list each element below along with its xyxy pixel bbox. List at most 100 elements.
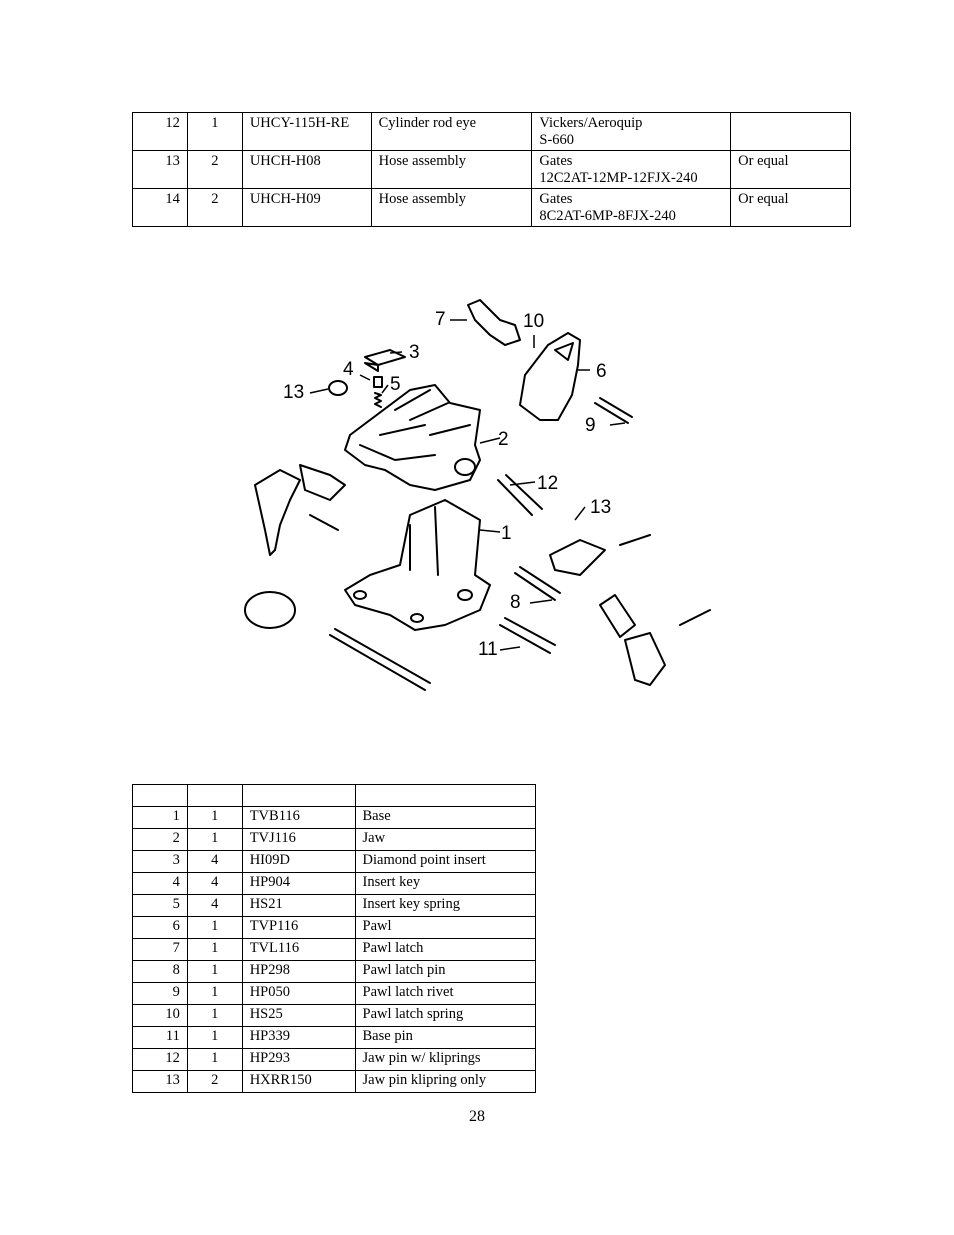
item-cell: 7 bbox=[132, 938, 188, 961]
part-number-cell: HP293 bbox=[241, 1048, 356, 1071]
item-cell: 4 bbox=[132, 872, 188, 895]
item-cell: 13 bbox=[132, 1070, 188, 1093]
header-cell bbox=[132, 784, 188, 807]
item-cell: 6 bbox=[132, 916, 188, 939]
source-line: S-660 bbox=[539, 132, 575, 148]
note-cell: Or equal bbox=[730, 150, 851, 189]
description-cell: Jaw pin w/ kliprings bbox=[354, 1048, 537, 1071]
pawl-latch-part bbox=[467, 299, 521, 346]
part-number-cell: HP298 bbox=[241, 960, 356, 983]
description-cell: Pawl bbox=[354, 916, 537, 939]
callout-13-upper: 13 bbox=[283, 382, 304, 403]
pawl-part bbox=[519, 332, 581, 421]
header-cell bbox=[354, 784, 537, 807]
callout-13-lower: 13 bbox=[590, 497, 611, 518]
qty-cell: 1 bbox=[186, 1004, 243, 1027]
description-cell: Hose assembly bbox=[370, 188, 533, 227]
item-cell: 9 bbox=[132, 982, 188, 1005]
item-cell: 1 bbox=[132, 806, 188, 829]
callout-5: 5 bbox=[390, 374, 401, 395]
base-part bbox=[344, 499, 491, 631]
description-cell: Base pin bbox=[354, 1026, 537, 1049]
qty-cell: 2 bbox=[186, 150, 243, 189]
description-cell: Cylinder rod eye bbox=[370, 112, 533, 151]
part-number-cell: UHCH-H08 bbox=[241, 150, 372, 189]
qty-cell: 4 bbox=[186, 872, 243, 895]
callout-9: 9 bbox=[585, 415, 596, 436]
qty-cell: 1 bbox=[186, 982, 243, 1005]
item-cell: 14 bbox=[132, 188, 188, 227]
description-cell: Insert key bbox=[354, 872, 537, 895]
part-number-cell: HP050 bbox=[241, 982, 356, 1005]
callout-7: 7 bbox=[435, 309, 446, 330]
source-line: Vickers/Aeroquip bbox=[539, 115, 643, 131]
note-cell: Or equal bbox=[730, 188, 851, 227]
description-cell: Pawl latch pin bbox=[354, 960, 537, 983]
insert-key-part bbox=[373, 376, 383, 388]
qty-cell: 1 bbox=[186, 916, 243, 939]
qty-cell: 1 bbox=[186, 1048, 243, 1071]
callout-12: 12 bbox=[537, 473, 558, 494]
item-cell: 12 bbox=[132, 112, 188, 151]
source-line: Gates bbox=[539, 153, 573, 169]
callout-10: 10 bbox=[523, 311, 544, 332]
description-cell: Jaw bbox=[354, 828, 537, 851]
item-cell: 13 bbox=[132, 150, 188, 189]
jaw-part bbox=[344, 384, 481, 491]
callout-4: 4 bbox=[343, 359, 354, 380]
callout-6: 6 bbox=[596, 361, 607, 382]
qty-cell: 1 bbox=[186, 806, 243, 829]
part-number-cell: TVB116 bbox=[241, 806, 356, 829]
item-cell: 2 bbox=[132, 828, 188, 851]
part-number-cell: HI09D bbox=[241, 850, 356, 873]
callout-3: 3 bbox=[409, 342, 420, 363]
insert-key-spring-part bbox=[374, 392, 382, 408]
qty-cell: 1 bbox=[186, 1026, 243, 1049]
header-cell bbox=[186, 784, 243, 807]
description-cell: Insert key spring bbox=[354, 894, 537, 917]
callout-1: 1 bbox=[501, 523, 512, 544]
item-cell: 11 bbox=[132, 1026, 188, 1049]
description-cell: Pawl latch rivet bbox=[354, 982, 537, 1005]
source-line: Gates bbox=[539, 191, 573, 207]
callout-11: 11 bbox=[478, 639, 498, 660]
description-cell: Hose assembly bbox=[370, 150, 533, 189]
insert-part bbox=[364, 349, 406, 372]
part-number-cell: TVP116 bbox=[241, 916, 356, 939]
note-cell bbox=[730, 112, 851, 151]
qty-cell: 2 bbox=[186, 1070, 243, 1093]
part-number-cell: UHCH-H09 bbox=[241, 188, 372, 227]
description-cell: Pawl latch bbox=[354, 938, 537, 961]
item-cell: 8 bbox=[132, 960, 188, 983]
qty-cell: 1 bbox=[186, 960, 243, 983]
exploded-vise-diagram: 7 10 3 4 5 13 6 9 2 12 13 1 8 11 bbox=[244, 299, 711, 691]
jaw-pin-part bbox=[497, 474, 543, 516]
qty-cell: 1 bbox=[186, 938, 243, 961]
header-cell bbox=[241, 784, 356, 807]
description-cell: Diamond point insert bbox=[354, 850, 537, 873]
part-number-cell: HXRR150 bbox=[241, 1070, 356, 1093]
item-cell: 5 bbox=[132, 894, 188, 917]
qty-cell: 4 bbox=[186, 850, 243, 873]
page-number: 28 bbox=[469, 1108, 485, 1125]
callout-2: 2 bbox=[498, 429, 509, 450]
pawl-latch-pin-part bbox=[514, 566, 561, 601]
